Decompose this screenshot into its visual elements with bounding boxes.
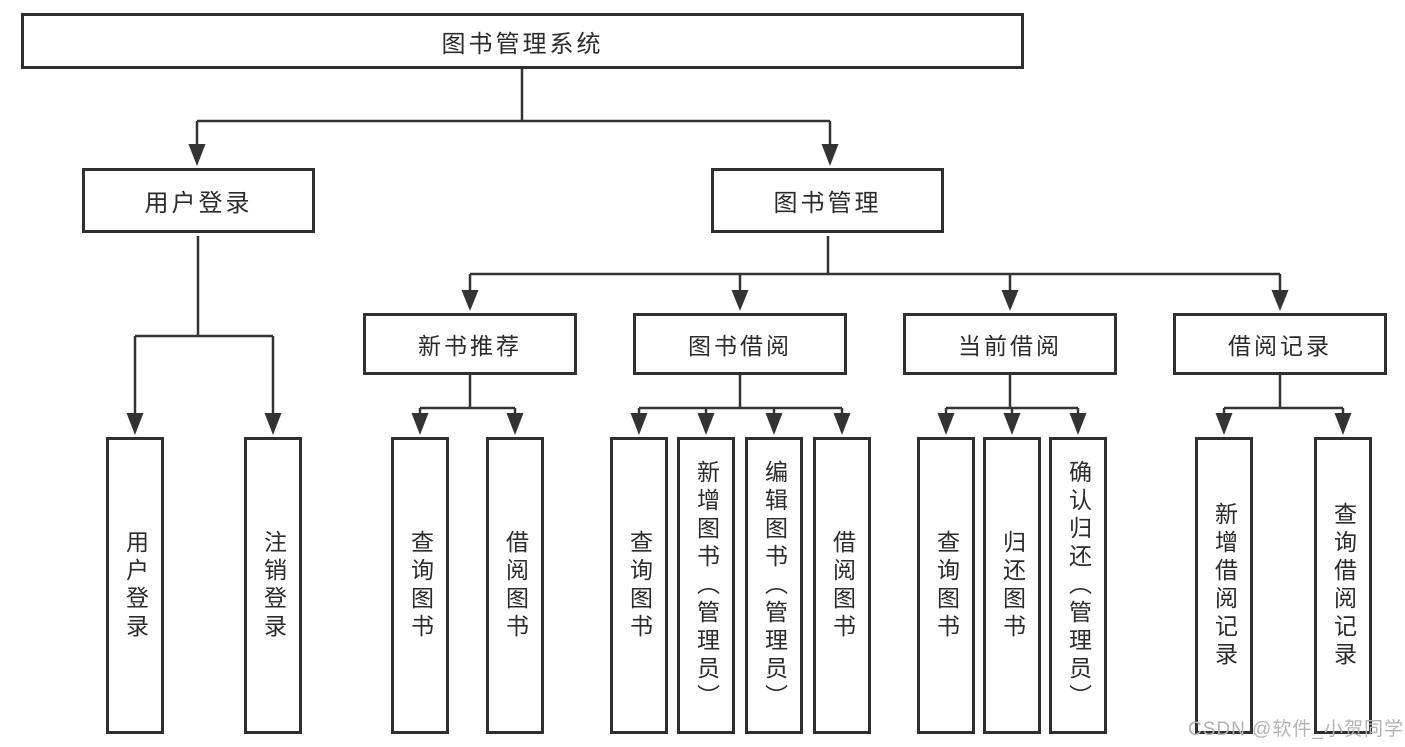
leaf-query-borrow-record: 查询借阅记录 [1314, 437, 1372, 734]
leaf-return-book: 归还图书 [983, 437, 1041, 734]
arrowheads [126, 144, 1352, 435]
leaf-borrow-book-2: 借阅图书 [813, 437, 871, 734]
leaf-query-book-2: 查询图书 [610, 437, 668, 734]
node-book-management: 图书管理 [711, 168, 944, 233]
leaf-add-book-admin: 新增图书（管理员） [677, 437, 735, 734]
leaf-query-book-1: 查询图书 [391, 437, 449, 734]
leaf-user-login: 用户登录 [106, 437, 164, 734]
leaf-borrow-book-1: 借阅图书 [486, 437, 544, 734]
csdn-watermark: CSDN @软件_小贺同学 [1188, 719, 1404, 740]
tree-edges [133, 69, 1345, 420]
leaf-logout: 注销登录 [244, 437, 302, 734]
leaf-edit-book-admin: 编辑图书（管理员） [745, 437, 803, 734]
node-borrow-record: 借阅记录 [1173, 313, 1387, 375]
leaf-query-book-3: 查询图书 [917, 437, 975, 734]
node-new-book-recommend: 新书推荐 [363, 313, 577, 375]
node-library-system-root: 图书管理系统 [21, 13, 1024, 69]
leaf-confirm-return-admin: 确认归还（管理员） [1049, 437, 1107, 734]
leaf-add-borrow-record: 新增借阅记录 [1195, 437, 1253, 734]
node-user-login: 用户登录 [82, 168, 315, 233]
node-current-borrow: 当前借阅 [903, 313, 1117, 375]
node-book-borrow: 图书借阅 [633, 313, 847, 375]
